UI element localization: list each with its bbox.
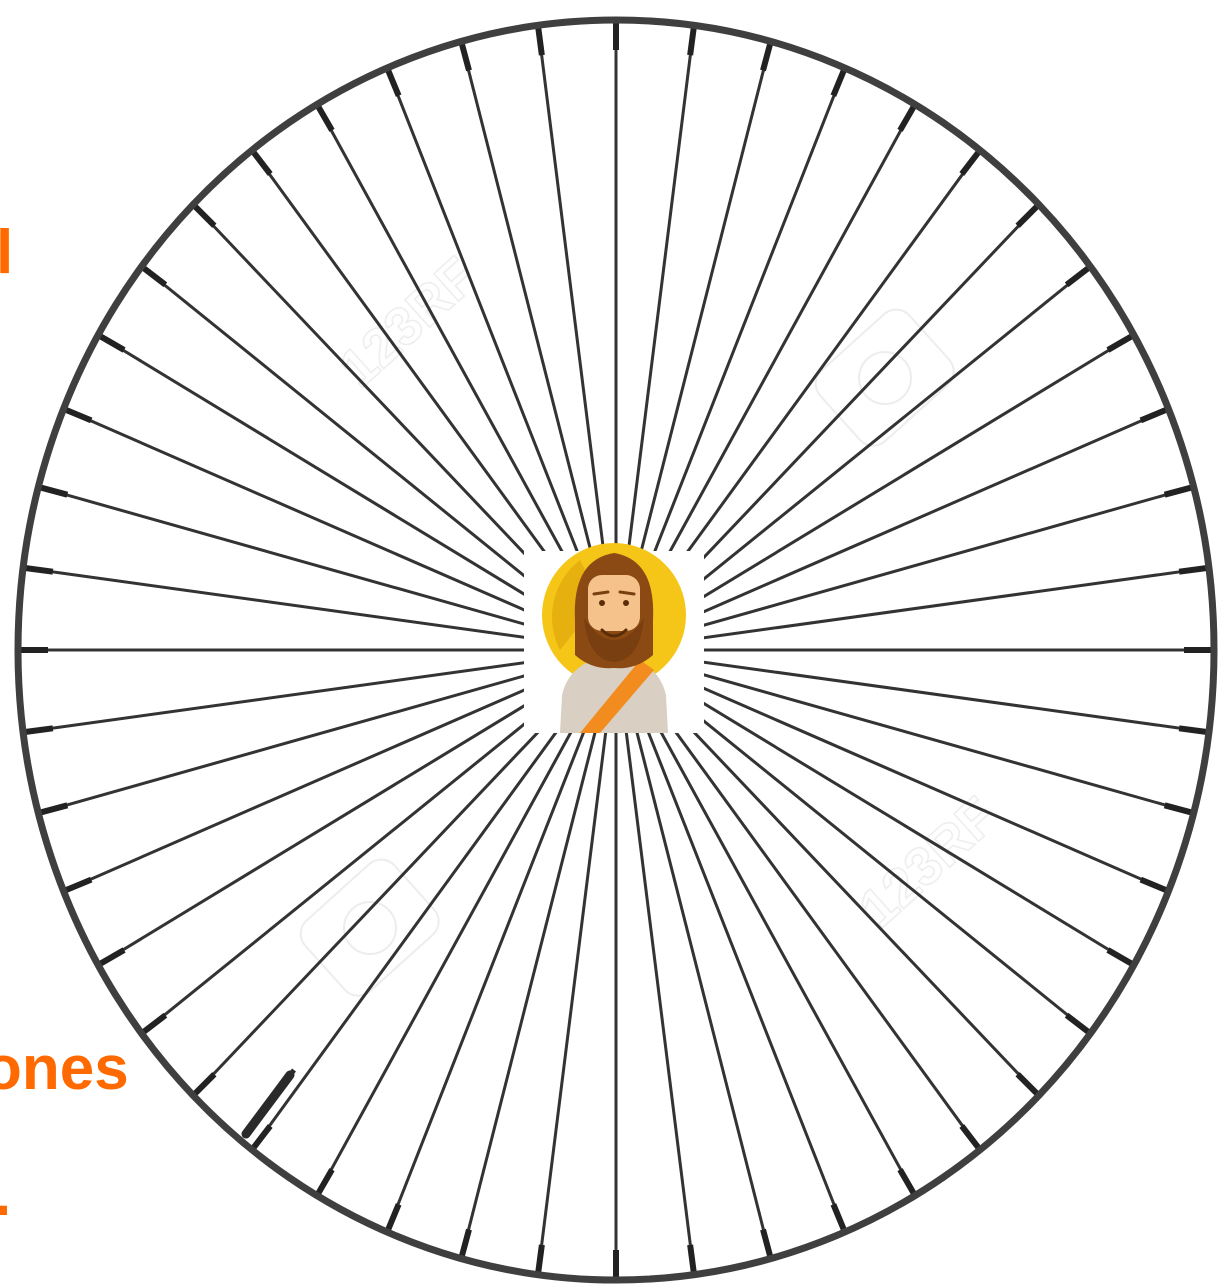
spoke-nipple xyxy=(1067,1015,1091,1033)
spoke-nipple xyxy=(763,1230,771,1259)
spoke-nipple xyxy=(900,1170,915,1196)
spoke-nipple xyxy=(1018,1074,1039,1095)
spoke-nipple xyxy=(833,1204,844,1232)
hub-avatar xyxy=(524,543,704,733)
spoke-nipple xyxy=(690,1245,694,1275)
spoke-nipple xyxy=(763,41,771,70)
spoke-nipple xyxy=(1165,487,1194,495)
eye-left-icon xyxy=(599,600,605,606)
spoke-nipple xyxy=(1108,335,1134,350)
spoke-nipple xyxy=(1067,266,1091,284)
spoke xyxy=(616,650,771,1259)
spoke-nipple xyxy=(962,150,980,174)
spoke-nipple xyxy=(1141,880,1169,891)
brow-left-icon xyxy=(594,592,608,594)
spoke-nipple xyxy=(142,266,166,284)
spoke-nipple xyxy=(38,487,67,495)
spoke xyxy=(616,568,1209,650)
spoke-nipple xyxy=(1108,950,1134,965)
spoke xyxy=(616,650,694,1275)
spoke-nipple xyxy=(317,104,332,130)
spoke-nipple xyxy=(64,880,92,891)
spoke-nipple xyxy=(98,335,124,350)
spoke-nipple xyxy=(387,68,398,96)
spoke-nipple xyxy=(1141,409,1169,420)
spoke-nipple xyxy=(98,950,124,965)
spoke-nipple xyxy=(1018,205,1039,226)
spoke xyxy=(616,650,1209,732)
spoke-nipple xyxy=(64,409,92,420)
watermark-camera-icon xyxy=(293,852,446,1003)
spoke-nipple xyxy=(1179,568,1209,572)
spoke-nipple xyxy=(193,205,214,226)
spoke-nipple xyxy=(252,150,270,174)
spoke-nipple xyxy=(461,41,469,70)
watermark-text: 123RF xyxy=(848,786,1009,939)
spoke xyxy=(461,650,616,1259)
spoke xyxy=(538,650,616,1275)
brow-right-icon xyxy=(620,592,634,594)
spoke-nipple xyxy=(690,25,694,55)
spoke-nipple xyxy=(142,1015,166,1033)
watermark-camera-lens xyxy=(859,352,911,404)
spoke-nipple xyxy=(900,104,915,130)
spoke-nipple xyxy=(387,1204,398,1232)
spoke-nipple xyxy=(1165,805,1194,813)
spoke-nipple xyxy=(38,805,67,813)
spoke-nipple xyxy=(538,1245,542,1275)
spoke-nipple xyxy=(23,568,53,572)
spoke xyxy=(616,650,845,1232)
spoke-nipple xyxy=(461,1230,469,1259)
spoke-nipple xyxy=(538,25,542,55)
spoke-nipple xyxy=(193,1074,214,1095)
spoke-nipple xyxy=(23,728,53,732)
spoke-nipple xyxy=(1179,728,1209,732)
watermark-camera-icon xyxy=(808,302,961,453)
spoke-nipple xyxy=(962,1126,980,1150)
eye-right-icon xyxy=(623,600,629,606)
spoke-nipple xyxy=(833,68,844,96)
face-icon xyxy=(588,575,640,631)
spoke-nipple xyxy=(317,1170,332,1196)
spoke xyxy=(387,650,616,1232)
